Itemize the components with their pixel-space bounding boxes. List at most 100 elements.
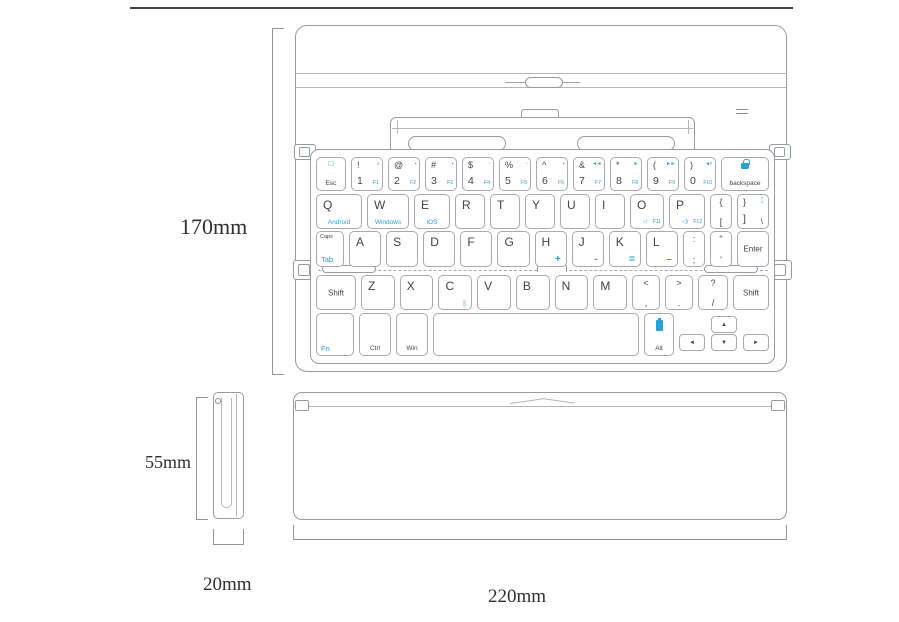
dim-bracket-170	[272, 28, 284, 375]
volume-down-icon: ◁	[642, 219, 647, 225]
key-label: ?	[710, 278, 716, 288]
key-label: &	[579, 160, 586, 170]
key-r: R	[455, 194, 485, 229]
key-label: F10	[703, 180, 712, 186]
key-h: H+	[534, 231, 567, 267]
key-label: F3	[447, 180, 453, 186]
key-2: @2▪F2	[388, 157, 420, 191]
side-view-body	[213, 392, 244, 519]
side-view-channel	[221, 398, 232, 508]
dim-label-20: 20mm	[203, 574, 252, 595]
key-label: Fn	[321, 344, 330, 353]
key-label: F8	[632, 180, 638, 186]
key-label: F7	[595, 180, 601, 186]
key-label: 3	[431, 175, 437, 187]
key-label: K	[615, 235, 625, 249]
key-t: T	[490, 194, 520, 229]
key-label: F2	[410, 180, 416, 186]
key-m: M	[593, 275, 628, 310]
hinge-clamp-top-left-inner	[299, 147, 310, 157]
side-hinge-pivot	[215, 398, 221, 404]
key-label: T	[497, 198, 505, 212]
key-ctrl: Ctrl	[359, 313, 391, 356]
key-label: D	[430, 235, 440, 249]
key-v: V	[477, 275, 511, 310]
dim-bracket-55	[196, 397, 208, 520]
key-label: N	[561, 279, 571, 293]
key-label: V	[484, 279, 493, 293]
key-label: S	[393, 235, 402, 249]
key-label: Q	[323, 198, 333, 212]
key-label: X	[406, 279, 416, 293]
key-n: N	[554, 275, 589, 310]
key-label: L	[652, 235, 661, 249]
key-label: 5	[505, 175, 511, 187]
fold-arm-left	[322, 265, 376, 273]
key-label: B	[522, 279, 532, 293]
f2-icon: ▪	[414, 161, 417, 167]
battery-icon	[655, 318, 663, 331]
key-label: J	[578, 235, 586, 249]
key-label: 6	[542, 175, 548, 187]
key-label: I	[602, 198, 606, 212]
home-screen-icon: □	[328, 159, 334, 168]
key-label: Caps	[320, 234, 333, 240]
f4-icon: ▫	[488, 161, 491, 167]
arrow-keys: ▲◄▼►	[679, 313, 769, 356]
key-slash: ?/	[698, 275, 729, 310]
key-enter: Enter	[736, 231, 769, 267]
key-esc: □ Esc	[316, 157, 346, 191]
lid-latch	[525, 77, 563, 88]
search-icon: ⌕	[376, 161, 380, 167]
key-0: )0◄×F10	[684, 157, 716, 191]
key-label: <	[643, 278, 649, 288]
key-label: \	[760, 217, 763, 226]
key-7: &7◄◄F7	[573, 157, 605, 191]
front-view-body	[293, 392, 787, 520]
bluetooth-icon: ᛒ	[462, 299, 468, 308]
key-label: .	[677, 298, 681, 308]
key-arrow-down: ▼	[711, 334, 737, 351]
key-label: :	[692, 234, 696, 244]
key-p: P◁)F12	[669, 194, 705, 229]
key-g: G	[497, 231, 530, 267]
key-label: F9	[669, 180, 675, 186]
key-5: %5▫F5	[499, 157, 531, 191]
next-track-icon: ►►	[666, 161, 675, 167]
key-label: P	[676, 198, 685, 212]
prev-track-icon: ◄◄	[592, 161, 601, 167]
key-comma: <,	[632, 275, 661, 310]
dim-bracket-220	[293, 525, 787, 540]
key-label: @	[394, 160, 404, 170]
key-label: *	[616, 160, 620, 170]
key-label: {	[719, 197, 723, 207]
key-alt: Alt	[644, 313, 674, 356]
key-label: !	[357, 160, 360, 170]
key-y: Y	[525, 194, 555, 229]
key-label: Esc	[325, 180, 337, 187]
key-x: X	[399, 275, 434, 310]
volume-up-icon: ◁)	[681, 219, 688, 225]
play-pause-icon: ►	[633, 161, 639, 167]
key-label: Windows	[374, 219, 402, 226]
key-label: backspace	[729, 180, 761, 187]
key-label: Alt	[655, 345, 663, 352]
key-label: +	[554, 254, 561, 265]
lid-seam-upper	[296, 73, 786, 74]
key-4: $4▫F4	[462, 157, 494, 191]
key-label: ;	[692, 255, 696, 265]
key-label: 4	[468, 175, 474, 187]
key-label: C	[445, 279, 455, 293]
key-label: #	[431, 160, 437, 170]
f6-icon: ▪	[562, 161, 565, 167]
key-8: *8►F8	[610, 157, 642, 191]
key-shift-left: Shift	[316, 275, 356, 310]
key-label: >	[676, 278, 682, 288]
key-label: Enter	[743, 244, 763, 254]
key-label: '	[720, 255, 722, 265]
